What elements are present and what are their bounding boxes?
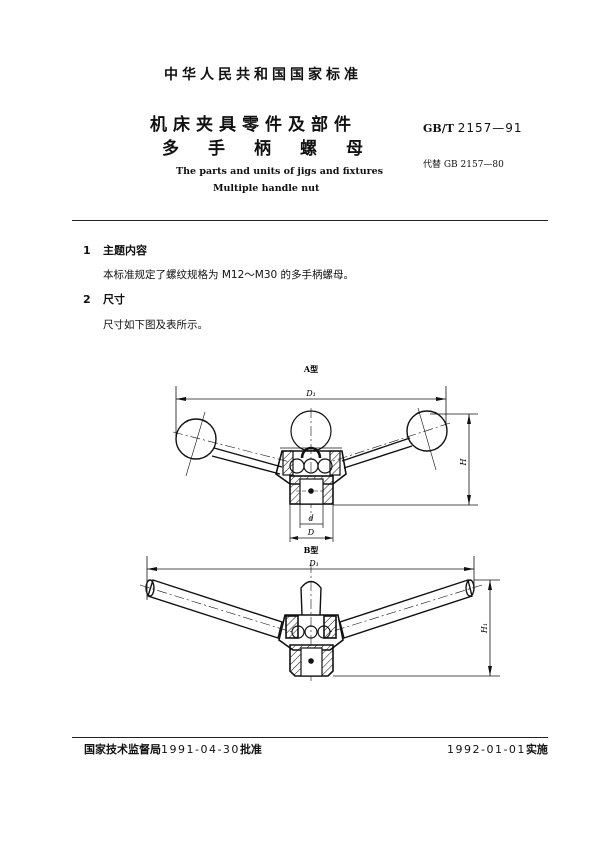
section-number: 1 <box>83 244 91 257</box>
approved-suffix: 批准 <box>239 743 262 756</box>
dim-a-d1: D₁ <box>305 389 316 398</box>
issuer: 国家技术监督局 <box>84 743 161 756</box>
section-1-heading: 1 主题内容 <box>83 242 147 258</box>
title-en-line2: Multiple handle nut <box>213 183 320 194</box>
approval-info: 国家技术监督局1991-04-30批准 <box>84 741 262 757</box>
standard-prefix: GB/T <box>423 122 454 135</box>
header-divider <box>72 220 548 221</box>
type-a-label: A型 <box>303 364 318 374</box>
title-char: 多 <box>162 139 179 159</box>
standard-number-value: 2157—91 <box>457 121 523 135</box>
section-2-text: 尺寸如下图及表所示。 <box>103 319 208 331</box>
type-b-drawing <box>139 556 500 682</box>
title-char: 母 <box>346 139 363 159</box>
type-b-label: B型 <box>304 545 319 555</box>
effective-date: 1992-01-01 <box>447 743 526 756</box>
section-number: 2 <box>83 293 91 306</box>
replaces-note: 代替 GB 2157—80 <box>423 160 504 170</box>
section-2-heading: 2 尺寸 <box>83 291 125 307</box>
section-title: 主题内容 <box>103 244 147 257</box>
section-title: 尺寸 <box>103 293 125 306</box>
dim-a-D: D <box>307 528 315 537</box>
footer-divider <box>72 737 548 738</box>
standard-number: GB/T 2157—91 <box>423 121 523 135</box>
approved-date: 1991-04-30 <box>161 743 240 756</box>
effective-suffix: 实施 <box>525 743 548 756</box>
title-zh-line2: 多手柄螺母 <box>162 134 392 159</box>
type-a-drawing <box>172 386 478 542</box>
dim-a-h: H <box>459 457 468 466</box>
title-char: 柄 <box>254 139 271 159</box>
section-1-text: 本标准规定了螺纹规格为 M12～M30 的多手柄螺母。 <box>103 269 355 281</box>
effective-info: 1992-01-01实施 <box>447 741 548 757</box>
dim-b-h1: H₁ <box>480 623 489 634</box>
title-char: 螺 <box>300 139 317 159</box>
title-en-line1: The parts and units of jigs and fixtures <box>176 166 384 177</box>
title-zh-line1: 机床夹具零件及部件 <box>150 115 357 135</box>
dim-a-d: d <box>308 514 313 523</box>
national-standard-label: 中华人民共和国国家标准 <box>164 67 362 83</box>
title-char: 手 <box>208 139 225 159</box>
dim-b-d1: D₁ <box>308 559 319 568</box>
